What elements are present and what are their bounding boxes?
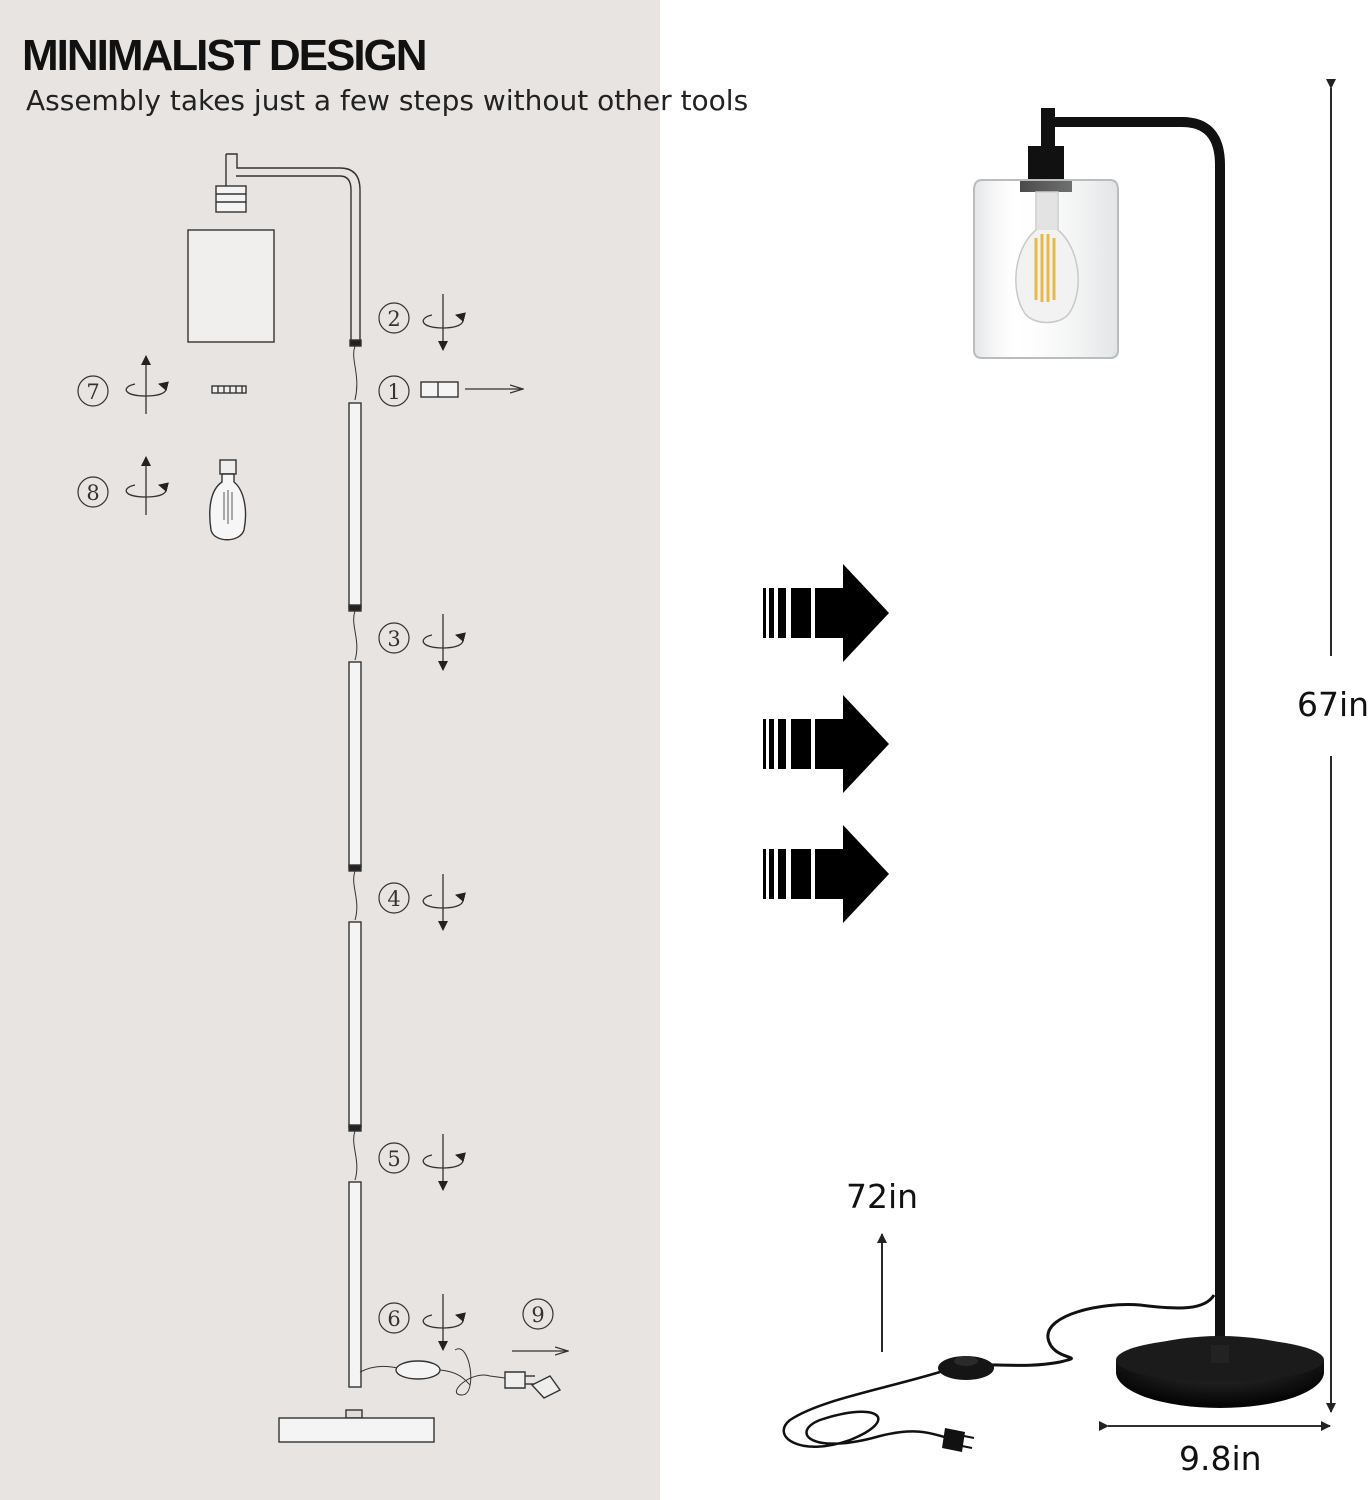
step-number-1: 1 (387, 380, 400, 404)
step-number-5: 5 (387, 1147, 400, 1171)
pole-joint (349, 339, 362, 347)
step-number-3: 3 (387, 627, 400, 651)
height-dimension-label: 67in (1297, 685, 1369, 724)
step-numbers: 1 2 3 4 5 6 7 8 9 (86, 307, 544, 1331)
rotate-arrow-icon (422, 294, 466, 351)
step-marker-2 (378, 302, 410, 334)
assembled-lamp-photo (782, 108, 1324, 1452)
exploded-lamp-diagram (187, 153, 562, 1443)
rotate-arrow-icon (422, 614, 466, 671)
bulb-base-part (219, 459, 237, 475)
pole-segment (348, 921, 362, 1128)
step-marker-6 (378, 1302, 410, 1334)
step-number-9: 9 (531, 1303, 544, 1327)
foot-switch-part (395, 1360, 441, 1380)
assembly-panel (0, 0, 660, 1500)
step-marker-1 (378, 375, 410, 407)
lamp-base-part (278, 1417, 435, 1443)
step-number-2: 2 (387, 307, 400, 331)
bulb-filament (1034, 234, 1056, 302)
rotate-arrow-icon (125, 456, 169, 515)
cord-length-label: 72in (846, 1177, 919, 1216)
step-number-8: 8 (86, 481, 99, 505)
rotate-arrow-icon (422, 1134, 466, 1191)
rotate-arrow-icon (422, 874, 466, 931)
pole-segment (348, 661, 362, 868)
step-marker-9 (522, 1298, 554, 1330)
lamp-arm-outline (226, 153, 361, 342)
pole-segment (348, 402, 362, 609)
step-number-7: 7 (86, 380, 99, 404)
step-marker-4 (378, 882, 410, 914)
power-cord (979, 1294, 1216, 1367)
base-diameter-label: 9.8in (1179, 1439, 1262, 1478)
plug-part (504, 1371, 526, 1389)
step-marker-5 (378, 1142, 410, 1174)
power-plug (942, 1428, 965, 1452)
step-number-6: 6 (387, 1307, 400, 1331)
glass-shade-part (187, 229, 275, 343)
step-markers (77, 302, 554, 1334)
step-marker-8 (77, 476, 109, 508)
step-marker-7 (77, 375, 109, 407)
forward-arrow-icon (763, 825, 889, 923)
pole-segment (348, 1181, 362, 1388)
shade-ring-part (211, 385, 247, 394)
rotate-arrow-icon (422, 1294, 466, 1351)
step-marker-3 (378, 622, 410, 654)
socket-part (215, 185, 247, 213)
plug-adapter-part (530, 1375, 562, 1399)
page-subtitle: Assembly takes just a few steps without … (26, 84, 749, 117)
forward-arrow-icon (763, 695, 889, 793)
page-title: MINIMALIST DESIGN (22, 31, 428, 80)
foot-switch (938, 1356, 994, 1380)
step-number-4: 4 (387, 887, 400, 911)
lamp-pole (1042, 117, 1225, 1360)
cord-slider-part (420, 381, 459, 398)
rotate-arrow-icon (125, 355, 169, 414)
forward-arrow-icon (763, 564, 889, 662)
